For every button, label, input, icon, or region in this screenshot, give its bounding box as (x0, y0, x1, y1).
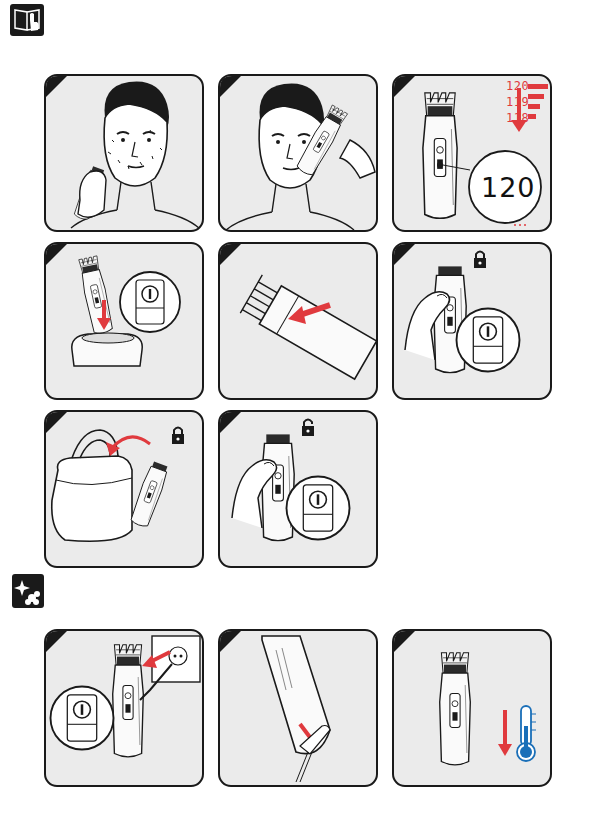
display-reading: 120 (481, 174, 536, 201)
setting-number: 120 (506, 80, 529, 92)
setting-number: 118 (506, 112, 529, 124)
setting-number: 119 (506, 96, 529, 108)
